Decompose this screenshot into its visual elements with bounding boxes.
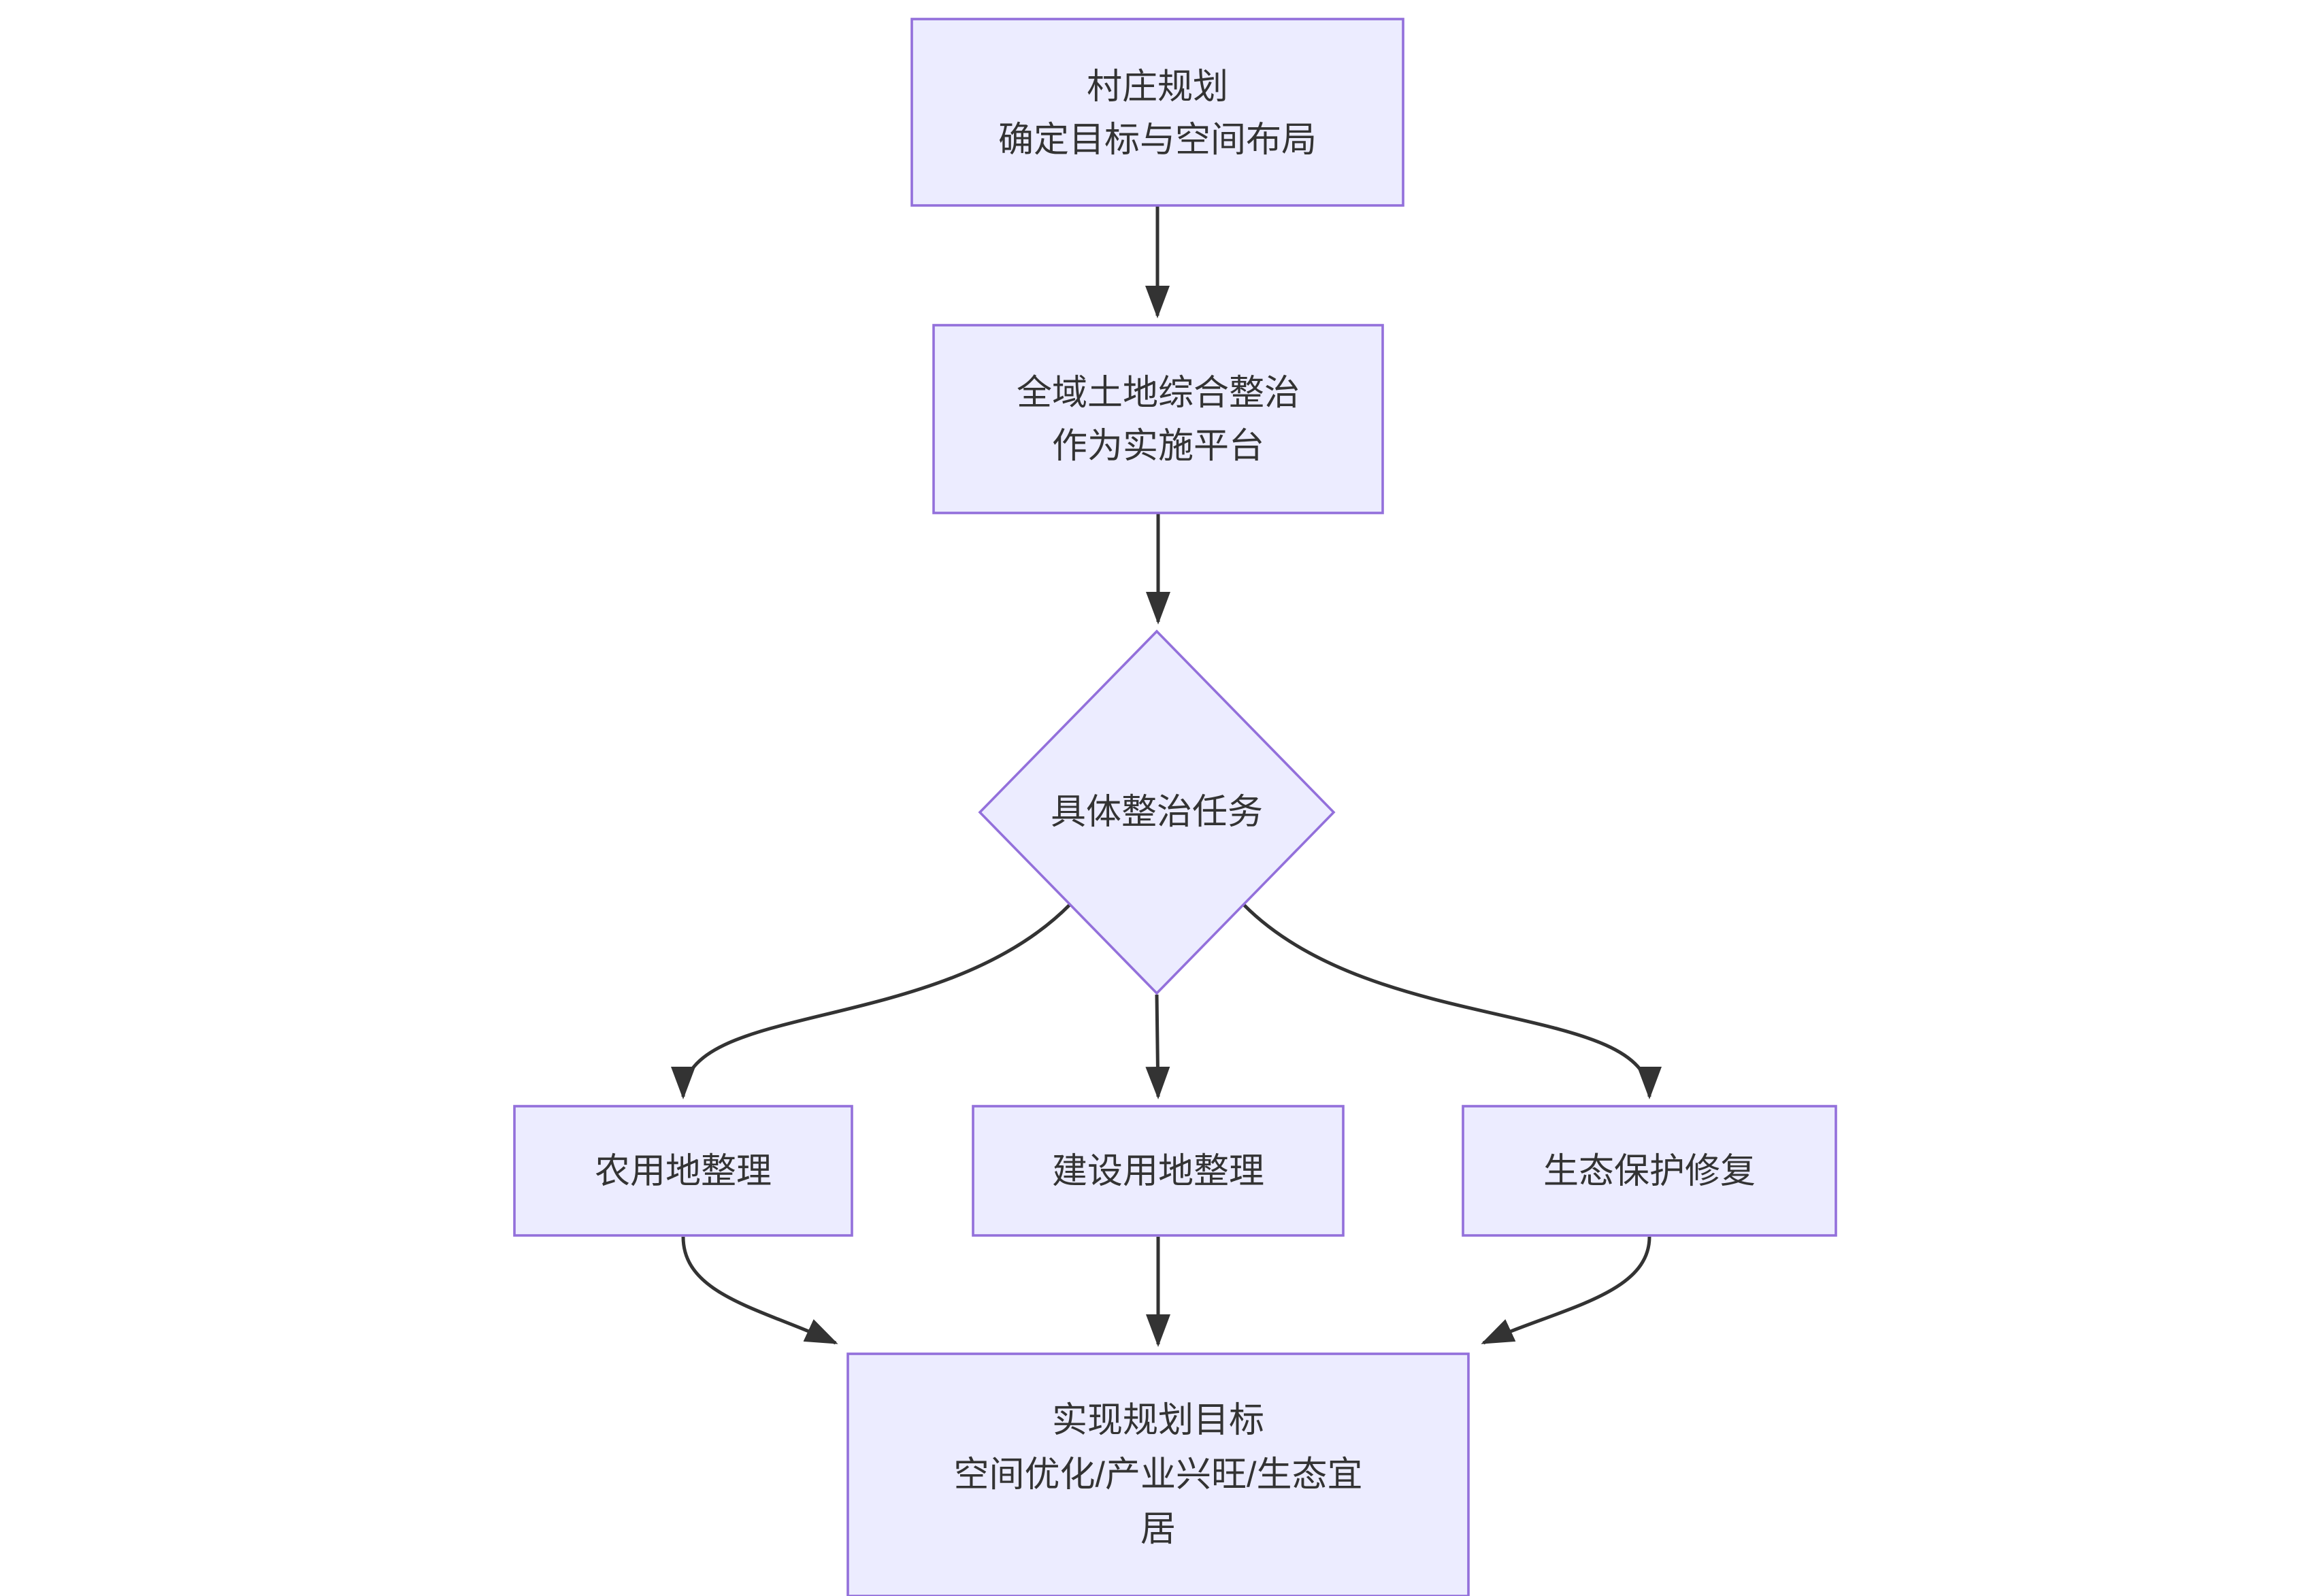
edge-layer: [671, 205, 1662, 1347]
edge-tasks-to-ecological: [1243, 903, 1662, 1099]
node-label: 村庄规划: [1087, 67, 1228, 107]
node-land-consolidation-platform: 全域土地综合整治 作为实施平台: [932, 324, 1384, 514]
node-label: 空间优化/产业兴旺/生态宜: [954, 1455, 1363, 1495]
node-village-planning: 村庄规划 确定目标与空间布局: [910, 18, 1404, 207]
node-label: 农用地整理: [595, 1152, 772, 1191]
node-box: [513, 1105, 853, 1237]
node-label: 确定目标与空间布局: [998, 120, 1317, 160]
node-ecological-restoration: 生态保护修复: [1462, 1105, 1837, 1237]
node-label: 全域土地综合整治: [1017, 373, 1300, 413]
node-remediation-tasks: 具体整治任务: [978, 629, 1336, 995]
node-box: [910, 18, 1404, 207]
node-label: 居: [1140, 1510, 1176, 1549]
node-label: 生态保护修复: [1543, 1152, 1756, 1191]
node-label: 实现规划目标: [1052, 1401, 1264, 1440]
node-box: [1462, 1105, 1837, 1237]
edge-ecological-to-goal: [1481, 1236, 1651, 1345]
node-box: [932, 324, 1384, 514]
node-layer: 村庄规划 确定目标与空间布局 全域土地综合整治 作为实施平台 具体整治任务 农用…: [513, 18, 1837, 1596]
node-diamond: [978, 629, 1336, 995]
node-planning-goal: 实现规划目标 空间优化/产业兴旺/生态宜 居: [846, 1352, 1470, 1596]
edge-tasks-to-farmland: [671, 903, 1071, 1099]
edge-tasks-to-construction: [1145, 994, 1170, 1099]
node-label: 作为实施平台: [1052, 427, 1264, 466]
node-box: [846, 1352, 1470, 1596]
node-construction-land-consolidation: 建设用地整理: [972, 1105, 1345, 1237]
node-box: [972, 1105, 1345, 1237]
edge-farmland-to-goal: [681, 1236, 838, 1345]
node-farmland-consolidation: 农用地整理: [513, 1105, 853, 1237]
node-label: 具体整治任务: [1051, 793, 1263, 832]
node-label: 建设用地整理: [1052, 1152, 1264, 1191]
